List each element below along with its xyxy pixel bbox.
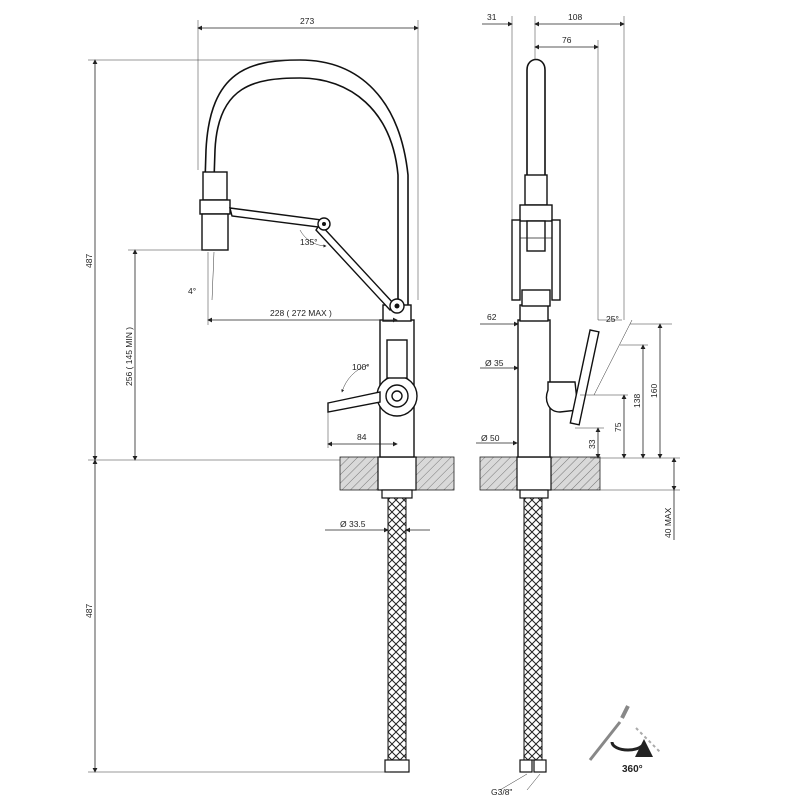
- dim-dia-50: Ø 50: [481, 433, 500, 443]
- front-spray-ring: [199, 199, 231, 215]
- dim-4deg: 4°: [188, 286, 196, 296]
- front-spray-nozzle: [201, 213, 229, 251]
- front-pivot-low-dot: [394, 303, 400, 309]
- front-lock-nut: [381, 489, 413, 499]
- dim-25deg: 25°: [606, 314, 619, 324]
- dim-dia-33-5: Ø 33.5: [340, 519, 366, 529]
- side-body: [517, 319, 551, 458]
- side-hose-fitting-a: [519, 759, 533, 773]
- side-lower-joint: [521, 289, 551, 307]
- front-supply-hose: [387, 497, 407, 761]
- dim-135deg: 135°: [300, 237, 318, 247]
- side-lock-nut: [519, 489, 549, 499]
- dim-256: 256 ( 145 MIN ): [124, 327, 134, 386]
- side-spray-ring: [519, 204, 553, 222]
- dim-487-top: 487: [84, 254, 94, 268]
- front-base-nut: [377, 456, 417, 491]
- front-hose-fitting: [384, 759, 410, 773]
- dim-160: 160: [649, 384, 659, 398]
- rotation-icon: 360°: [588, 705, 661, 775]
- side-hose-fitting-b: [533, 759, 547, 773]
- side-handle: [545, 381, 579, 413]
- dim-273: 273: [300, 16, 314, 26]
- dim-thread: G3/8": [491, 787, 512, 797]
- dim-84: 84: [357, 432, 367, 442]
- side-view: [479, 58, 601, 773]
- dim-dia-35: Ø 35: [485, 358, 504, 368]
- dim-228: 228 ( 272 MAX ): [270, 308, 332, 318]
- dim-31: 31: [487, 12, 497, 22]
- front-pivot-top-dot: [322, 222, 326, 226]
- front-support-arm: [229, 207, 328, 229]
- dim-76: 76: [562, 35, 572, 45]
- front-handle-plate: [386, 339, 408, 379]
- side-body-collar: [519, 304, 549, 322]
- side-base-nut: [516, 456, 552, 491]
- side-supply-hose: [523, 497, 543, 761]
- dim-100deg: 100°: [352, 362, 370, 372]
- front-spout-outer: [204, 59, 409, 305]
- side-spray-head: [524, 174, 548, 206]
- front-view: [199, 59, 455, 773]
- side-bracket-left: [511, 219, 521, 301]
- dim-62: 62: [487, 312, 497, 322]
- side-spray-nozzle: [526, 220, 546, 252]
- front-dimensions: 273 487 487 256 ( 145 MIN ) 4° 135° 228 …: [84, 16, 430, 773]
- front-lever: [327, 391, 381, 413]
- dim-487-bottom: 487: [84, 604, 94, 618]
- dim-75: 75: [613, 422, 623, 432]
- front-handle-knob: [391, 390, 403, 402]
- side-lever: [569, 329, 600, 426]
- front-link-arm: [315, 222, 395, 312]
- front-spray-head: [202, 171, 228, 201]
- dim-33: 33: [587, 439, 597, 449]
- front-spout-inner: [213, 77, 399, 305]
- rotation-label: 360°: [622, 764, 643, 775]
- side-bracket-right: [551, 219, 561, 301]
- side-spout: [526, 58, 546, 180]
- side-dimensions: 31 108 76 62 25° Ø 35 Ø 50 160 138 75: [476, 12, 680, 797]
- dim-40-max: 40 MAX: [663, 507, 673, 538]
- dim-138: 138: [632, 394, 642, 408]
- dim-108: 108: [568, 12, 582, 22]
